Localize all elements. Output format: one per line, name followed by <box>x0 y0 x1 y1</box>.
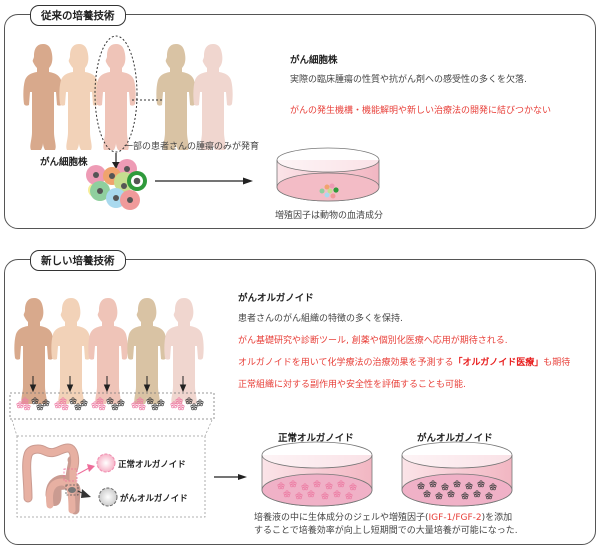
patient-figure <box>23 44 63 150</box>
down-arrow-icon <box>66 384 74 393</box>
old-problem: がんの発生機構・機能解明や新しい治療法の開発に結びつかない <box>290 106 552 116</box>
normal-arrow-icon <box>87 464 95 472</box>
organoid-icon <box>177 403 185 411</box>
down-arrow-icon <box>143 384 151 393</box>
organoid-icon <box>138 403 146 411</box>
right-arrow-icon <box>243 177 253 185</box>
cancer-arrow-icon <box>81 489 91 498</box>
point-2-text: オルガノイドを用いて化学療法の治療効果を予測する <box>238 358 454 368</box>
patient-figure <box>59 44 99 150</box>
organoid-icon <box>23 403 31 411</box>
new-point-1: がん基礎研究や診断ツール, 創薬や個別化医療へ応用が期待される. <box>238 336 508 346</box>
selection-ellipse <box>94 35 138 153</box>
patient-figures-new <box>14 298 204 404</box>
down-arrow-icon <box>179 384 187 393</box>
organoid-icon <box>74 403 82 411</box>
patient-figure <box>96 44 136 150</box>
new-heading: がんオルガノイド <box>238 293 314 304</box>
panel-conventional-culture <box>4 14 596 229</box>
organoid-icon <box>151 403 159 411</box>
right-arrow-icon-new <box>238 474 247 480</box>
zoom-line-left <box>11 419 18 437</box>
dish-caption-old: 増殖因子は動物の血清成分 <box>275 211 384 221</box>
culture-dish-old <box>276 147 380 202</box>
highlight-term: 「オルガノイド医療」 <box>453 358 544 368</box>
new-point-3: 正常組織に対する副作用や安全性を評価することも可能. <box>238 380 466 390</box>
organoid-icon <box>36 403 44 411</box>
zoom-line-right <box>204 419 213 437</box>
culture-dish-normal <box>261 441 373 507</box>
organoid-icon <box>61 403 69 411</box>
caption-factor: IGF-1/FGF-2 <box>428 513 482 523</box>
new-point-2: オルガノイドを用いて化学療法の治療効果を予測する「オルガノイド医療」も期待 <box>238 355 570 368</box>
caption-prefix: 培養液の中に生体成分のジェルや増殖因子( <box>254 513 429 523</box>
culture-dish-cancer <box>401 441 513 507</box>
organoid-icon <box>190 403 198 411</box>
down-arrow-icon <box>103 384 111 393</box>
colon-normal-label: 正常オルガノイド <box>118 460 186 470</box>
colon-cancer-label: がんオルガノイド <box>120 494 188 504</box>
old-description: 実際の臨床腫瘍の性質や抗がん剤への感受性の多くを欠落. <box>290 75 527 85</box>
down-arrows <box>29 376 187 393</box>
arrow-note: 一部の患者さんの腫瘍のみが発育 <box>124 142 260 152</box>
section-tag-conventional: 従来の培養技術 <box>30 5 126 26</box>
patient-figure <box>193 44 233 150</box>
organoid-icon <box>98 403 106 411</box>
section-tag-new: 新しい培養技術 <box>30 250 126 271</box>
caption-suffix: )を添加 <box>481 513 513 523</box>
normal-organoid-icon <box>96 453 116 473</box>
point-2-suffix: も期待 <box>543 358 571 368</box>
dish-cancer-label: がんオルガノイド <box>417 433 493 444</box>
down-arrow-icon <box>112 162 120 169</box>
caption-line-2: することで培養効率が向上し短期間での大量培養が可能になった. <box>254 526 518 536</box>
dish-normal-label: 正常オルガノイド <box>278 433 354 444</box>
normal-arrow-line <box>77 467 90 475</box>
patient-figure <box>156 44 196 150</box>
down-arrow-icon <box>29 384 37 393</box>
organoid-icon <box>196 399 204 407</box>
panel-new-culture <box>4 259 596 545</box>
colon-detail-box <box>16 435 206 518</box>
colon-illustration <box>22 443 81 515</box>
new-description: 患者さんのがん組織の特徴の多くを保持. <box>238 314 403 324</box>
cluster-label: がん細胞株 <box>40 157 88 168</box>
cancer-organoid-icon <box>98 487 118 507</box>
cell-cluster-icon <box>86 159 147 210</box>
old-heading: がん細胞株 <box>290 55 338 66</box>
patient-figures-old <box>23 44 233 150</box>
organoid-strip <box>9 392 215 420</box>
caption-line-1: 培養液の中に生体成分のジェルや増殖因子(IGF-1/FGF-2)を添加 <box>254 510 512 523</box>
organoid-icon <box>111 403 119 411</box>
